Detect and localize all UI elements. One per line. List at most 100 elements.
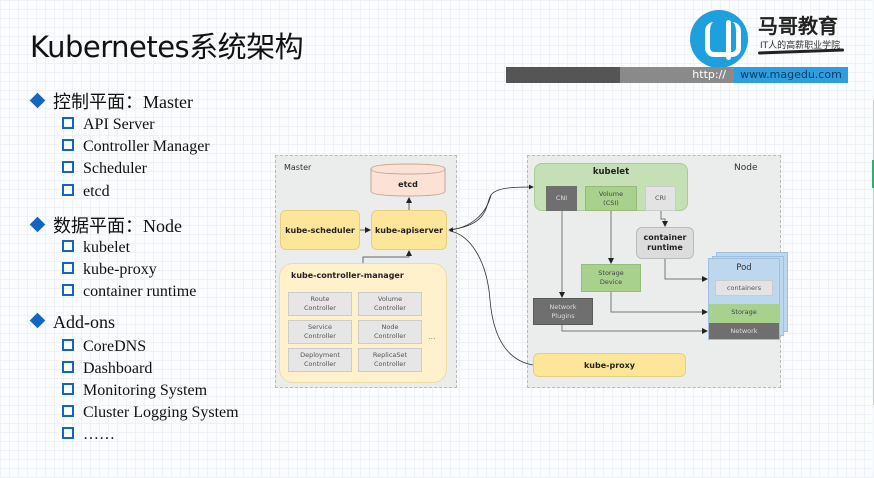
outline-item: Controller Manager (62, 138, 210, 156)
brand-slogan: IT人的高薪职业学院 (760, 41, 841, 51)
csi-text: (CSI) (603, 198, 619, 207)
etcd-cylinder: etcd (370, 163, 446, 197)
pod-storage-label: Storage (731, 308, 757, 317)
square-bullet-icon (62, 383, 74, 395)
controller-suffix: Controller (374, 360, 406, 368)
url-bar-dark (506, 67, 620, 83)
kube-proxy-box: kube-proxy (533, 353, 686, 377)
volume-csi-box: Volume(CSI) (585, 186, 637, 211)
item-text: container runtime (83, 283, 197, 300)
outline-item: Monitoring System (62, 382, 207, 400)
square-bullet-icon (62, 361, 74, 373)
heading-text: 控制平面：Master (53, 92, 193, 112)
item-text: Monitoring System (83, 382, 208, 399)
controller-name: Deployment (300, 351, 340, 360)
edge-proxy-apiserver (449, 230, 534, 366)
storage-text: Storage (598, 269, 624, 278)
url-link[interactable]: www.magedu.com (734, 67, 848, 83)
controller-suffix: Controller (304, 304, 336, 312)
pod-label: Pod (736, 263, 752, 273)
outline-item: CoreDNS (62, 338, 146, 356)
etcd-label: etcd (398, 179, 418, 189)
brand-name: 马哥教育 (758, 14, 838, 38)
cni-box: CNI (546, 186, 577, 211)
square-bullet-icon (62, 139, 74, 151)
pod-network-label: Network (730, 326, 758, 335)
square-bullet-icon (62, 117, 74, 129)
square-bullet-icon (62, 427, 74, 439)
outline-item: Cluster Logging System (62, 404, 239, 422)
logo-glyph-stem (726, 20, 731, 60)
diamond-bullet-icon (29, 312, 46, 329)
right-accent (872, 160, 874, 188)
outline-item: etcd (62, 183, 110, 201)
outline-item: Scheduler (62, 160, 147, 178)
controller-manager-label: kube-controller-manager (291, 271, 404, 280)
item-text: etcd (83, 183, 110, 200)
outline-item: kubelet (62, 239, 130, 257)
item-text: kube-proxy (83, 261, 157, 278)
square-bullet-icon (62, 262, 74, 274)
outline-item: kube-proxy (62, 261, 157, 279)
controller-suffix: Controller (304, 360, 336, 368)
item-text: Controller Manager (83, 138, 210, 155)
item-text: API Server (83, 116, 155, 133)
square-bullet-icon (62, 339, 74, 351)
controller-suffix: Controller (374, 304, 406, 312)
container-text: container (643, 232, 687, 242)
plugins-text: Plugins (551, 311, 575, 320)
containers-box: containers (715, 280, 773, 296)
controller-suffix: Controller (304, 332, 336, 340)
diamond-bullet-icon (29, 216, 46, 233)
outline-heading-addons: Add-ons (29, 312, 115, 333)
diamond-bullet-icon (29, 92, 46, 109)
controller-name: Node (381, 323, 399, 332)
slide-title: Kubernetes系统架构 (30, 30, 304, 64)
outline-heading-node: 数据平面：Node (29, 212, 182, 238)
outline-item: container runtime (62, 283, 196, 301)
square-bullet-icon (62, 240, 74, 252)
outline-item: Dashboard (62, 360, 152, 378)
heading-text: Add-ons (53, 312, 115, 332)
controller-name: Service (307, 323, 332, 332)
square-bullet-icon (62, 284, 74, 296)
item-text: …… (83, 426, 115, 443)
runtime-text: runtime (647, 243, 683, 252)
kubelet-label: kubelet (592, 167, 630, 177)
item-text: Scheduler (83, 160, 147, 177)
controller-suffix: Controller (374, 332, 406, 340)
outline-heading-master: 控制平面：Master (29, 88, 193, 114)
url-prefix: http:// (620, 67, 734, 83)
database-icon (370, 163, 446, 197)
heading-text: 数据平面：Node (53, 216, 182, 236)
square-bullet-icon (62, 405, 74, 417)
node-label: Node (734, 163, 758, 173)
item-text: Cluster Logging System (83, 404, 239, 421)
controller-name: ReplicaSet (372, 351, 408, 360)
edge-apiserver-kubelet (448, 184, 534, 231)
controller-name: Volume (377, 295, 403, 304)
outline-item: …… (62, 426, 115, 444)
device-text: Device (599, 278, 623, 286)
master-label: Master (284, 163, 312, 172)
controller-name: Route (310, 295, 330, 304)
kube-apiserver-box: kube-apiserver (371, 210, 447, 250)
item-text: CoreDNS (83, 338, 147, 355)
volume-text: Volume (598, 189, 624, 198)
logo-glyph-icon (705, 22, 741, 57)
square-bullet-icon (62, 184, 74, 196)
cri-box: CRI (645, 186, 676, 211)
outline-item: API Server (62, 116, 155, 134)
more-controllers: ... (428, 332, 436, 341)
square-bullet-icon (62, 161, 74, 173)
item-text: Dashboard (83, 360, 153, 377)
kube-scheduler-box: kube-scheduler (280, 210, 360, 250)
